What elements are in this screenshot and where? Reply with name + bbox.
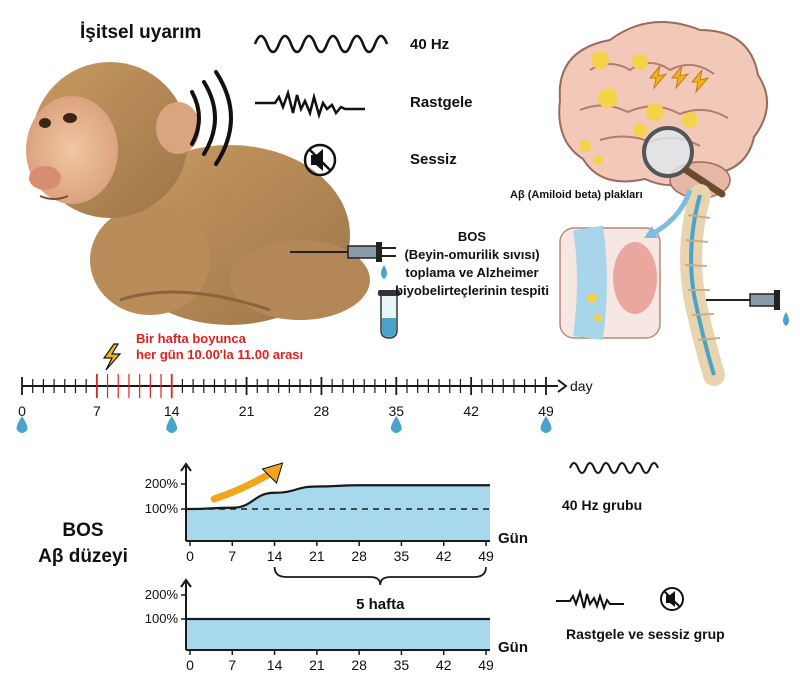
condition-label-40hz: 40 Hz	[410, 36, 450, 53]
group-label-random-silent: Rastgele ve sessiz grup	[566, 626, 725, 642]
syringe-icon	[290, 242, 396, 279]
y-tick-label: 100%	[145, 611, 179, 626]
csf-label-line-2: (Beyin-omurilik sıvısı)	[404, 247, 540, 262]
x-tick-label: 14	[267, 548, 283, 564]
x-tick-label: 42	[436, 548, 452, 564]
data-area	[186, 485, 490, 541]
csf-collection-label: BOS (Beyin-omurilik sıvısı) toplama ve A…	[392, 228, 552, 300]
magnifier-icon	[642, 126, 726, 198]
timeline-tick-label: 7	[93, 403, 101, 419]
bracket-label: 5 hafta	[356, 596, 405, 613]
sampling-drop-icon	[390, 416, 402, 433]
increase-arrow-head	[261, 462, 284, 484]
timeline-tick-label: 35	[388, 403, 404, 419]
x-tick-label: 7	[228, 548, 236, 564]
x-tick-label: 49	[478, 657, 494, 673]
x-tick-label: 7	[228, 657, 236, 673]
timeline-tick-label: 14	[164, 403, 180, 419]
x-tick-label: 0	[186, 657, 194, 673]
chart-section-label: BOS Aβ düzeyi	[28, 518, 138, 570]
condition-label-random: Rastgele	[410, 94, 473, 111]
csf-label-line-1: BOS	[457, 229, 487, 244]
section-label-line-2: Aβ düzeyi	[38, 546, 128, 567]
sampling-drop-icon	[540, 416, 552, 433]
x-tick-label: 0	[186, 548, 194, 564]
y-tick-label: 200%	[145, 476, 179, 491]
spine-illustration	[680, 184, 725, 386]
section-label-line-1: BOS	[62, 520, 104, 541]
timeline-tick-label: 42	[463, 403, 479, 419]
group-label-40hz: 40 Hz grubu	[562, 497, 643, 513]
group-40hz-wave-icon	[569, 462, 659, 474]
note-line-2: her gün 10.00'la 11.00 arası	[136, 347, 304, 362]
x-tick-label: 28	[351, 548, 367, 564]
x-axis-label: Gün	[498, 639, 528, 656]
monkey-illustration	[26, 62, 370, 325]
plaque-label: Aβ (Amiloid beta) plakları	[510, 189, 643, 201]
regular-wave-icon	[253, 34, 389, 54]
y-tick-label: 100%	[145, 501, 179, 516]
csf-crosssection-illustration	[559, 225, 661, 340]
x-tick-label: 35	[394, 548, 410, 564]
y-tick-label: 200%	[145, 587, 179, 602]
brain-illustration	[558, 21, 769, 199]
group-muted-speaker-icon	[660, 587, 684, 611]
arrow-head-icon	[644, 226, 658, 238]
x-tick-label: 49	[478, 548, 494, 564]
group-random-wave-icon	[556, 588, 624, 611]
lightning-icon	[102, 343, 122, 371]
timeline-tick-label: 0	[18, 403, 26, 419]
timeline-arrowhead	[557, 379, 568, 393]
y-axis-arrowhead	[180, 578, 192, 588]
y-axis-arrowhead	[180, 462, 192, 472]
timeline-tick-label: 49	[538, 403, 554, 419]
x-tick-label: 14	[267, 657, 283, 673]
five-week-bracket	[273, 566, 487, 586]
x-axis-label: Gün	[498, 530, 528, 547]
spine-syringe-icon	[706, 290, 789, 326]
x-tick-label: 42	[436, 657, 452, 673]
data-line	[186, 484, 490, 511]
condition-label-silent: Sessiz	[410, 151, 457, 168]
csf-label-line-3: toplama ve Alzheimer	[405, 265, 539, 280]
x-tick-label: 35	[394, 657, 410, 673]
note-line-1: Bir hafta boyunca	[136, 331, 246, 346]
sampling-drop-icon	[16, 416, 28, 433]
timeline: 0 7 14 21 28 35 42 49 day	[16, 374, 593, 433]
muted-speaker-icon	[303, 143, 337, 177]
data-area	[186, 619, 490, 650]
random-wave-icon	[255, 88, 365, 120]
x-tick-label: 21	[309, 657, 325, 673]
x-tick-label: 28	[351, 657, 367, 673]
timeline-unit-label: day	[570, 378, 593, 394]
x-tick-label: 21	[309, 548, 325, 564]
timeline-tick-label: 28	[314, 403, 330, 419]
sound-waves-icon	[190, 70, 233, 166]
stimulation-note: Bir hafta boyunca her gün 10.00'la 11.00…	[136, 331, 303, 363]
csf-label-line-4: biyobelirteçlerinin tespiti	[395, 283, 549, 298]
sampling-drop-icon	[166, 416, 178, 433]
test-tube-icon	[378, 290, 400, 339]
stimulus-title: İşitsel uyarım	[80, 22, 202, 43]
timeline-tick-label: 21	[239, 403, 255, 419]
